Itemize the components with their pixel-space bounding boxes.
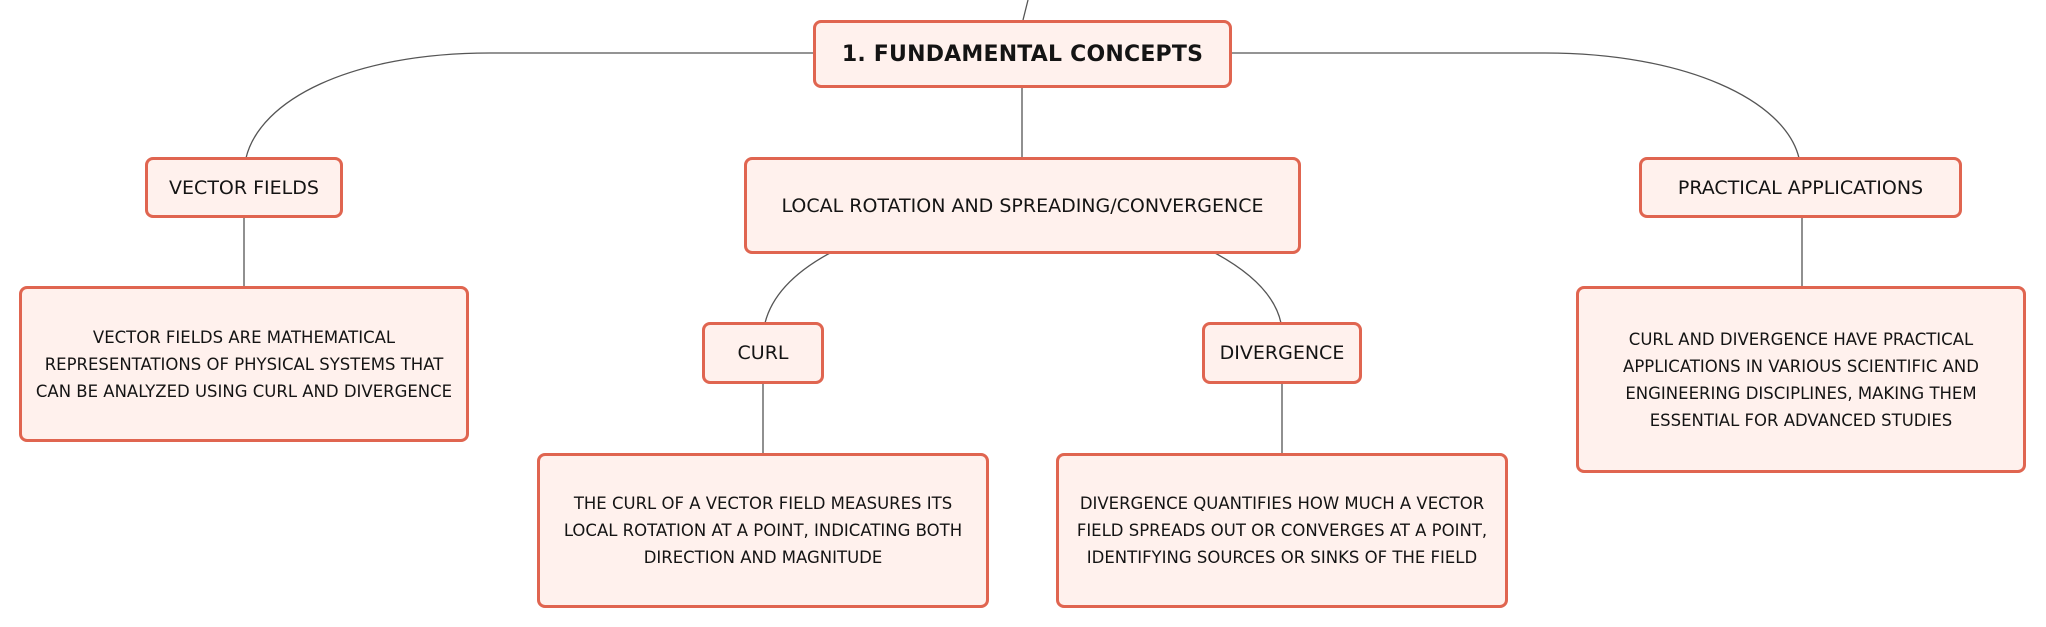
connector-root-to-vector-fields	[245, 52, 814, 159]
divergence-description-node[interactable]: DIVERGENCE QUANTIFIES HOW MUCH A VECTOR …	[1056, 453, 1508, 608]
practical-applications-node[interactable]: PRACTICAL APPLICATIONS	[1639, 157, 1962, 218]
connector-local-rotation-to-curl	[764, 252, 831, 324]
local-rotation-label: LOCAL ROTATION AND SPREADING/CONVERGENCE	[781, 194, 1264, 217]
root-node-label: 1. FUNDAMENTAL CONCEPTS	[841, 41, 1204, 67]
divergence-node[interactable]: DIVERGENCE	[1202, 322, 1362, 384]
vector-fields-label: VECTOR FIELDS	[169, 176, 319, 199]
curl-description-text: THE CURL OF A VECTOR FIELD MEASURES ITS …	[563, 494, 963, 567]
curl-label: CURL	[737, 342, 789, 364]
vector-fields-node[interactable]: VECTOR FIELDS	[145, 157, 343, 218]
curl-node[interactable]: CURL	[702, 322, 824, 384]
root-node[interactable]: 1. FUNDAMENTAL CONCEPTS	[813, 20, 1232, 88]
divergence-description-text: DIVERGENCE QUANTIFIES HOW MUCH A VECTOR …	[1076, 494, 1488, 567]
vector-fields-description-node[interactable]: VECTOR FIELDS ARE MATHEMATICAL REPRESENT…	[19, 286, 469, 442]
vector-fields-description-text: VECTOR FIELDS ARE MATHEMATICAL REPRESENT…	[35, 327, 453, 401]
practical-applications-description-node[interactable]: CURL AND DIVERGENCE HAVE PRACTICAL APPLI…	[1576, 286, 2026, 473]
connector-parent-to-root	[1022, 0, 1029, 21]
practical-applications-description-text: CURL AND DIVERGENCE HAVE PRACTICAL APPLI…	[1623, 329, 1979, 430]
connector-local-rotation-to-divergence	[1214, 252, 1282, 324]
local-rotation-node[interactable]: LOCAL ROTATION AND SPREADING/CONVERGENCE	[744, 157, 1301, 254]
practical-applications-label: PRACTICAL APPLICATIONS	[1677, 176, 1924, 199]
connector-root-to-practical-applications	[1231, 52, 1800, 159]
curl-description-node[interactable]: THE CURL OF A VECTOR FIELD MEASURES ITS …	[537, 453, 989, 608]
divergence-label: DIVERGENCE	[1219, 342, 1345, 364]
